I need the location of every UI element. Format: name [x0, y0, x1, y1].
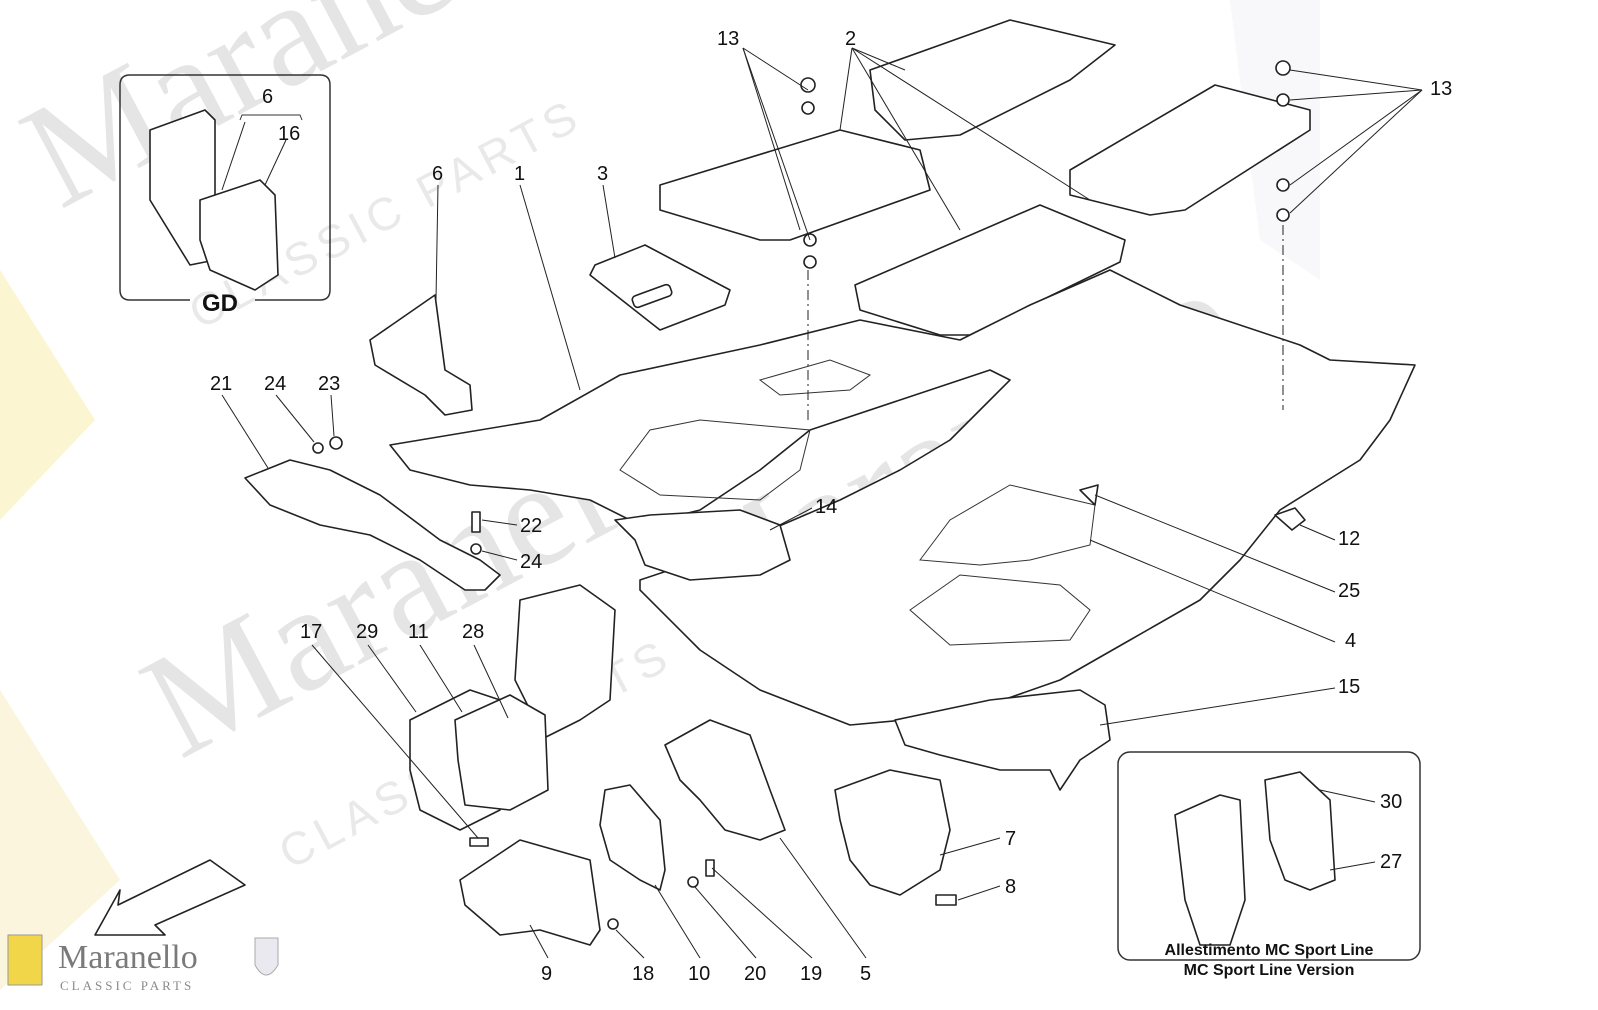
part-23-nut — [329, 436, 343, 450]
inset-mc-caption-en: MC Sport Line Version — [1184, 962, 1355, 979]
callout-8: 8 — [1005, 876, 1016, 898]
callout-24a: 24 — [264, 373, 286, 395]
callout-28: 28 — [462, 621, 484, 643]
part-12-clip — [1274, 507, 1306, 531]
callout-25: 25 — [1338, 580, 1360, 602]
inset-mc-callout-27: 27 — [1380, 851, 1402, 873]
inset-mc-caption-it: Allestimento MC Sport Line — [1165, 942, 1374, 959]
callout-18: 18 — [632, 963, 654, 985]
part-8-bolt — [935, 894, 957, 906]
inset-gd-callout-6: 6 — [262, 86, 273, 108]
inset-mc: Allestimento MC Sport Line MC Sport Line… — [1117, 751, 1421, 979]
inset-mc-footrest — [1174, 794, 1246, 946]
callout-24b: 24 — [520, 551, 542, 573]
brand-name: Maranello — [58, 939, 198, 976]
callout-1: 1 — [514, 163, 525, 185]
callout-21: 21 — [210, 373, 232, 395]
part-3-handle — [631, 283, 673, 309]
mat-front-left — [659, 129, 931, 241]
inset-gd-callout-16: 16 — [278, 123, 300, 145]
mat-rear-left — [869, 19, 1116, 141]
callout-13b: 13 — [1430, 78, 1452, 100]
callout-19: 19 — [800, 963, 822, 985]
callout-11: 11 — [408, 621, 429, 643]
callout-12: 12 — [1338, 528, 1360, 550]
part-28-panel — [454, 694, 549, 811]
callout-9: 9 — [541, 963, 552, 985]
part-22-bolt — [471, 511, 481, 533]
mat-rear-right — [1069, 84, 1311, 216]
callout-7: 7 — [1005, 828, 1016, 850]
part-19-bolt — [705, 859, 715, 877]
callout-20: 20 — [744, 963, 766, 985]
inset-gd-cover-panel — [199, 179, 279, 291]
inset-mc-plate — [1264, 771, 1336, 891]
callout-5: 5 — [860, 963, 871, 985]
callout-6: 6 — [432, 163, 443, 185]
floor-mats — [659, 19, 1311, 336]
part-17-screw — [469, 837, 489, 847]
fasteners-13 — [800, 60, 1291, 269]
callout-17: 17 — [300, 621, 322, 643]
callout-23: 23 — [318, 373, 340, 395]
callout-4: 4 — [1345, 630, 1356, 652]
part-1-main-carpet — [389, 269, 1416, 726]
callout-3: 3 — [597, 163, 608, 185]
callout-labels: 13 2 13 6 1 3 21 24 23 22 24 14 12 25 4 … — [210, 28, 1452, 985]
part-5-footrest — [664, 719, 786, 841]
part-7-pedal-support — [834, 769, 951, 896]
ferrari-shield-icon — [7, 934, 43, 986]
inset-mc-callout-30: 30 — [1380, 791, 1402, 813]
part-18-nut — [607, 918, 619, 930]
part-6-boot — [369, 294, 473, 416]
leader-lines — [221, 47, 1423, 959]
inset-gd-label: GD — [202, 290, 238, 317]
part-25-clip — [1079, 484, 1099, 506]
ferrari-logo-ghost — [0, 270, 120, 990]
callout-10: 10 — [688, 963, 710, 985]
direction-arrow-icon — [94, 859, 246, 936]
inset-gd: GD — [119, 74, 331, 317]
part-10-bracket — [599, 784, 666, 891]
callout-22: 22 — [520, 515, 542, 537]
part-24-washer-a — [312, 442, 324, 454]
callout-14: 14 — [815, 496, 837, 518]
part-15-bracket — [894, 689, 1111, 791]
callout-2: 2 — [845, 28, 856, 50]
part-24-washer-b — [470, 543, 482, 555]
brand-logo: Maranello CLASSIC PARTS — [7, 934, 279, 993]
part-11-side-panel — [514, 584, 616, 741]
callout-29: 29 — [356, 621, 378, 643]
part-21-sill-trim — [244, 459, 501, 591]
part-14-bracket — [614, 509, 791, 581]
maserati-trident-icon — [254, 937, 279, 976]
callout-13a: 13 — [717, 28, 739, 50]
part-20-washer — [687, 876, 699, 888]
callout-15: 15 — [1338, 676, 1360, 698]
part-9-bracket — [459, 839, 601, 946]
brand-tagline: CLASSIC PARTS — [60, 978, 194, 993]
